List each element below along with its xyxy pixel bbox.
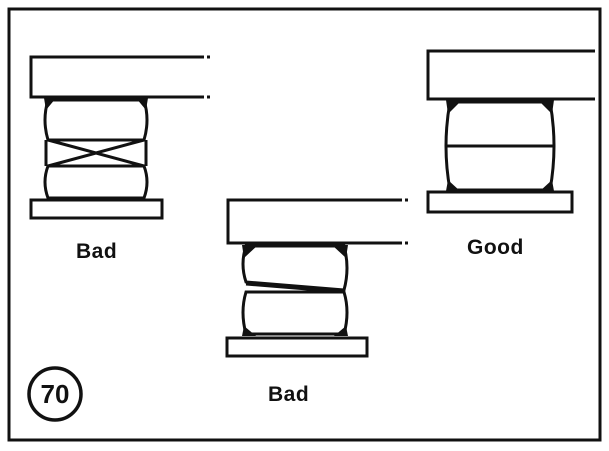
roller-split [245, 282, 345, 294]
label-good: Good [467, 236, 524, 259]
roller-top [241, 244, 349, 292]
upper-plate [29, 55, 200, 99]
base-plate [225, 336, 369, 358]
roller-top [43, 98, 149, 142]
base-plate [426, 190, 574, 214]
assembly-good [426, 49, 596, 214]
upper-plate [426, 49, 592, 101]
assembly-bad-center [225, 198, 408, 358]
assembly-bad-left [29, 55, 210, 220]
label-bad-center: Bad [268, 383, 310, 406]
figure-number: 70 [40, 378, 70, 409]
figure-border [7, 7, 602, 442]
contact-shading [44, 98, 148, 110]
figure-number-circle [27, 366, 83, 422]
roller-bottom [43, 164, 149, 200]
label-bad-left: Bad [76, 240, 118, 263]
roller-bottom [241, 290, 349, 336]
upper-plate [226, 198, 398, 245]
base-plate [29, 198, 164, 220]
roller-pinch [47, 138, 145, 168]
